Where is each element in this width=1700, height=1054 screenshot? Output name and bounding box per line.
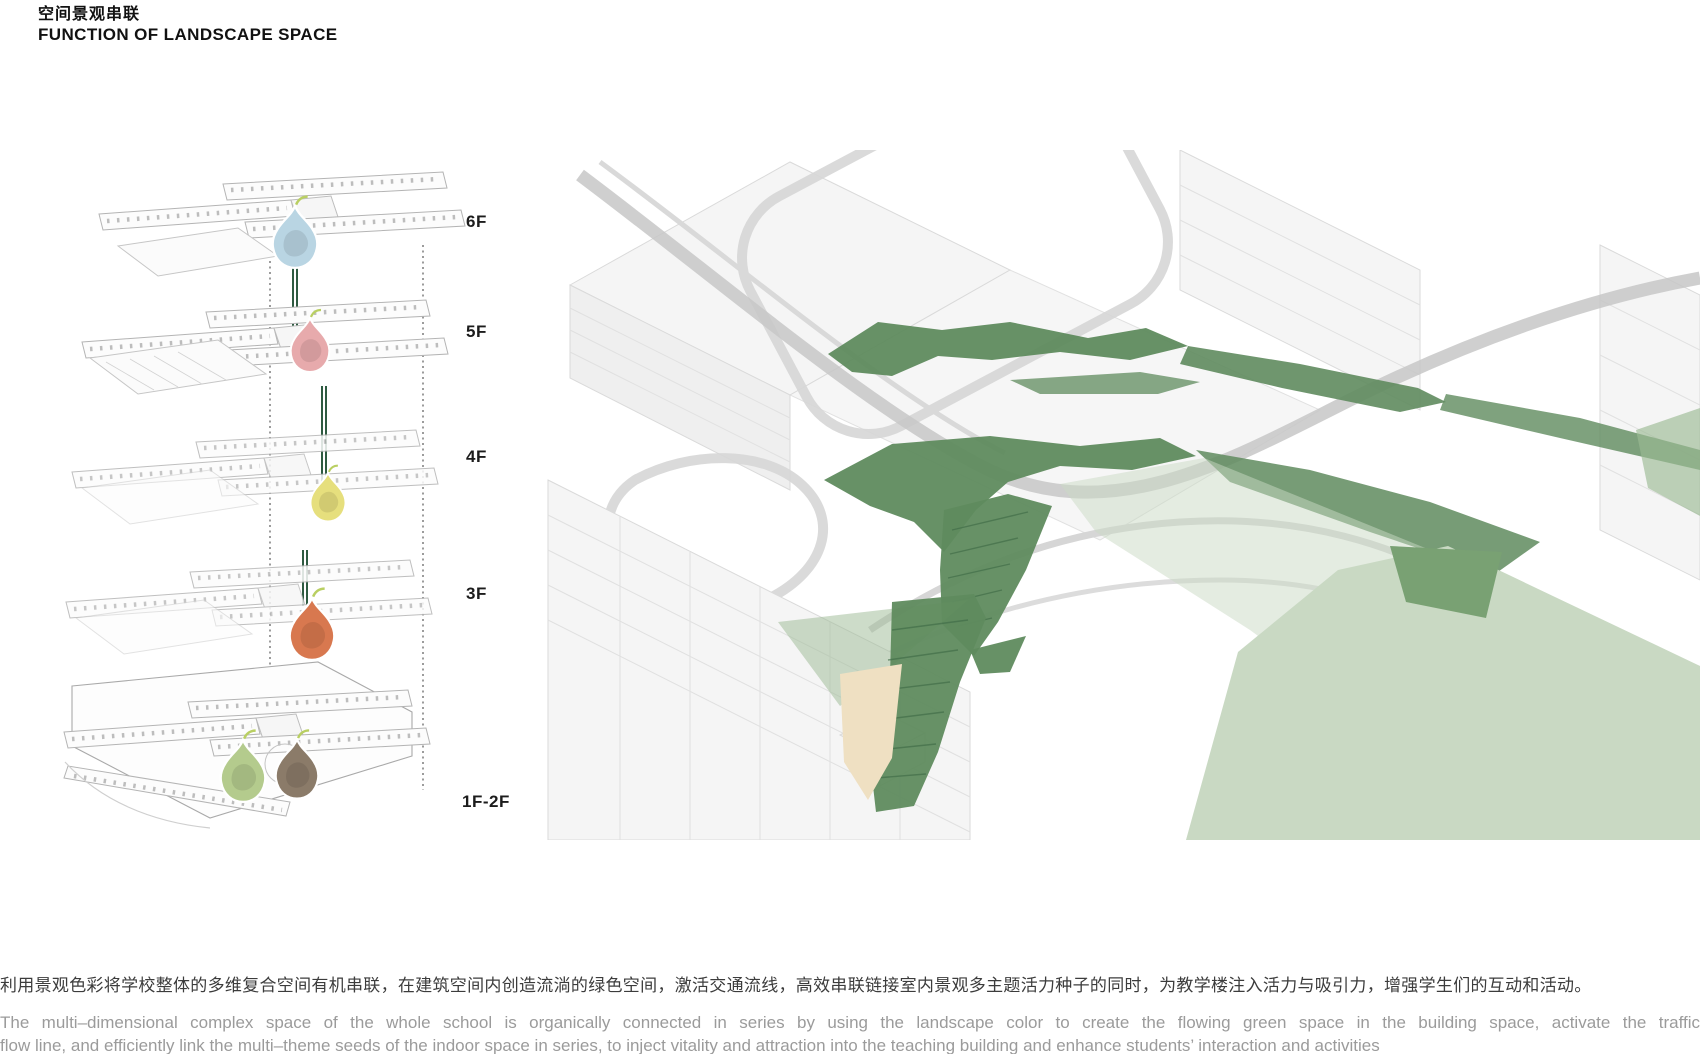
axonometric-rendering	[547, 150, 1700, 840]
description-en-line1: The multi–dimensional complex space of t…	[0, 1013, 1700, 1032]
exploded-axonometric-diagram	[60, 150, 480, 829]
description-zh: 利用景观色彩将学校整体的多维复合空间有机串联，在建筑空间内创造流淌的绿色空间，激…	[0, 976, 1592, 995]
floor-label-5f: 5F	[466, 322, 487, 341]
floor-plate-5f	[82, 300, 448, 395]
page-title-en: FUNCTION OF LANDSCAPE SPACE	[38, 25, 338, 44]
seed-1f-green	[219, 729, 267, 804]
floor-label-3f: 3F	[466, 584, 487, 603]
page-title-zh: 空间景观串联	[38, 6, 141, 23]
floor-label-6f: 6F	[466, 212, 487, 231]
floor-label-4f: 4F	[466, 447, 487, 466]
building-linework	[547, 150, 1700, 840]
landscape-flows	[778, 322, 1700, 840]
landscape-field	[1186, 408, 1700, 840]
floor-plate-4f	[72, 430, 438, 525]
floor-plate-3f	[66, 560, 432, 655]
description-en: The multi–dimensional complex space of t…	[0, 1011, 1700, 1054]
seed-6f	[271, 195, 319, 270]
seed-4f	[309, 464, 347, 523]
header: 空间景观串联 FUNCTION OF LANDSCAPE SPACE	[38, 5, 338, 45]
description-en-line2: flow line, and efficiently link the mult…	[0, 1036, 1380, 1054]
floor-label-1f-2f: 1F-2F	[462, 792, 510, 811]
landscape-stair-lower	[778, 594, 986, 812]
landscape-flow-upper	[828, 322, 1700, 470]
seed-3f	[288, 587, 336, 662]
seed-1f-brown	[274, 729, 320, 800]
seed-5f	[289, 308, 331, 373]
footer: 利用景观色彩将学校整体的多维复合空间有机串联，在建筑空间内创造流淌的绿色空间，激…	[0, 975, 1700, 1054]
